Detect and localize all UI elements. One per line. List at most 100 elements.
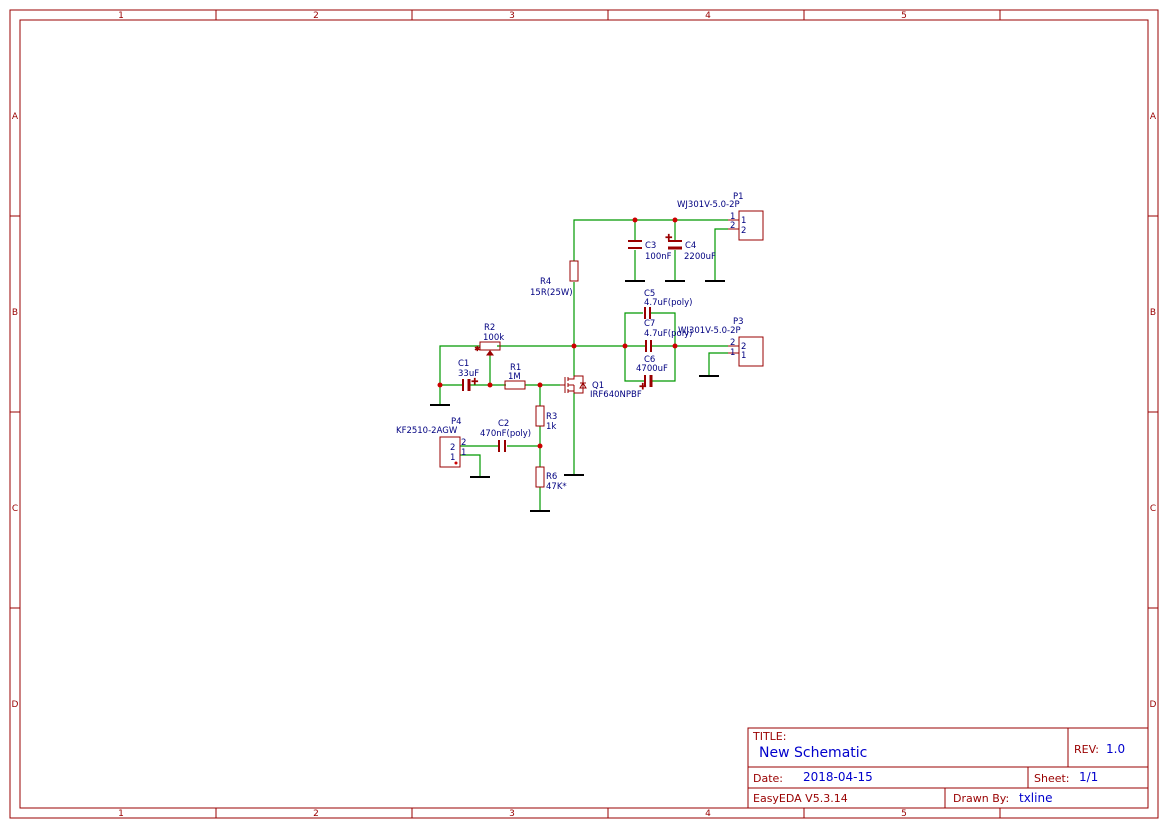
q1-ref: Q1 (592, 381, 604, 391)
svg-text:2: 2 (730, 221, 735, 231)
svg-text:1: 1 (741, 216, 746, 226)
r2-ref: R2 (484, 323, 495, 333)
title-label: TITLE: (752, 730, 786, 743)
c2-ref: C2 (498, 419, 509, 429)
sheet-label: Sheet: (1034, 772, 1070, 785)
row-label-left-a: A (12, 112, 19, 122)
col-label-top-1: 1 (118, 11, 124, 21)
row-label-left-b: B (12, 308, 18, 318)
svg-text:2: 2 (741, 226, 746, 236)
r3-value: 1k (546, 422, 556, 432)
svg-text:1: 1 (730, 212, 735, 222)
date-value: 2018-04-15 (803, 770, 873, 784)
c7-value: 4.7uF(poly) (644, 329, 692, 339)
row-label-right-b: B (1150, 308, 1156, 318)
svg-text:2: 2 (730, 338, 735, 348)
col-label-top-4: 4 (705, 11, 711, 21)
c6-value: 4700uF (636, 364, 668, 374)
resistor-r6[interactable] (535, 466, 545, 488)
col-label-top-2: 2 (313, 11, 319, 21)
rev-value: 1.0 (1106, 742, 1125, 756)
title-value: New Schematic (759, 745, 867, 761)
capacitor-c2[interactable] (498, 440, 506, 452)
svg-text:1: 1 (450, 453, 455, 463)
resistor-r3[interactable] (535, 405, 545, 427)
svg-text:*: * (475, 346, 480, 356)
sheet-value: 1/1 (1079, 770, 1098, 784)
r6-value: 47K* (546, 482, 567, 492)
resistor-r1[interactable] (504, 380, 526, 390)
r6-ref: R6 (546, 472, 557, 482)
p4-ref: P4 (451, 417, 462, 427)
junction-dots (437, 217, 678, 449)
c7-ref: C7 (644, 319, 655, 329)
c2-value: 470nF(poly) (480, 429, 531, 439)
potentiometer-r2[interactable]: * (475, 341, 501, 357)
software-label: EasyEDA V5.3.14 (753, 792, 848, 805)
ground-symbols (430, 280, 725, 512)
date-label: Date: (753, 772, 783, 785)
r4-value: 15R(25W) (530, 288, 573, 298)
p3-ref: P3 (733, 317, 744, 327)
svg-text:1: 1 (730, 348, 735, 358)
mosfet-q1[interactable] (560, 375, 587, 394)
p1-value: WJ301V-5.0-2P (677, 200, 740, 210)
capacitor-c3[interactable] (628, 240, 642, 249)
r2-value: 100k (483, 333, 504, 343)
capacitor-c7[interactable] (645, 340, 652, 352)
title-block (747, 727, 1149, 809)
c4-ref: C4 (685, 241, 696, 251)
col-label-bottom-4: 4 (705, 809, 711, 819)
c4-value: 2200uF (684, 252, 716, 262)
resistor-r4[interactable] (569, 260, 579, 282)
c6-ref: C6 (644, 355, 655, 365)
r4-ref: R4 (540, 277, 551, 287)
row-label-left-c: C (12, 504, 18, 514)
wires (439, 219, 728, 510)
svg-text:+: + (639, 382, 647, 392)
col-label-bottom-2: 2 (313, 809, 319, 819)
inner-border (19, 19, 1149, 809)
c1-value: 33uF (458, 369, 479, 379)
connector-p3[interactable]: 2 1 2 1 (728, 336, 764, 367)
col-label-bottom-5: 5 (901, 809, 907, 819)
r1-value: 1M (508, 372, 521, 382)
p1-ref: P1 (733, 192, 744, 202)
c1-ref: C1 (458, 359, 469, 369)
r3-ref: R3 (546, 412, 557, 422)
drawn-by-label: Drawn By: (953, 792, 1009, 805)
r1-ref: R1 (510, 363, 521, 373)
svg-text:2: 2 (461, 438, 466, 448)
p4-value: KF2510-2AGW (396, 426, 458, 436)
c5-value: 4.7uF(poly) (644, 298, 692, 308)
row-label-right-a: A (1150, 112, 1157, 122)
svg-text:1: 1 (741, 351, 746, 361)
q1-value: IRF640NPBF (590, 390, 642, 400)
capacitor-c5[interactable] (644, 307, 651, 319)
col-label-top-5: 5 (901, 11, 907, 21)
svg-text:+: + (665, 233, 673, 243)
row-label-right-d: D (1150, 700, 1157, 710)
svg-text:2: 2 (450, 443, 455, 453)
svg-text:2: 2 (741, 342, 746, 352)
col-label-bottom-3: 3 (509, 809, 515, 819)
capacitor-c6[interactable]: + (639, 375, 653, 393)
c3-value: 100nF (645, 252, 672, 262)
capacitor-c1[interactable]: + (462, 377, 479, 391)
connector-p4[interactable]: 2 1 2 1 (439, 436, 466, 468)
col-label-top-3: 3 (509, 11, 515, 21)
c5-ref: C5 (644, 289, 655, 299)
p3-value: WJ301V-5.0-2P (678, 326, 741, 336)
c3-ref: C3 (645, 241, 656, 251)
rev-label: REV: (1074, 743, 1099, 756)
row-label-left-d: D (12, 700, 19, 710)
outer-border (9, 9, 1159, 819)
column-dividers (10, 10, 1158, 818)
row-label-right-c: C (1150, 504, 1156, 514)
capacitor-c4[interactable]: + (665, 233, 682, 250)
connector-p1[interactable]: 1 2 1 2 (728, 210, 764, 241)
svg-text:1: 1 (461, 448, 466, 458)
drawn-by-value: txline (1019, 791, 1052, 805)
col-label-bottom-1: 1 (118, 809, 124, 819)
